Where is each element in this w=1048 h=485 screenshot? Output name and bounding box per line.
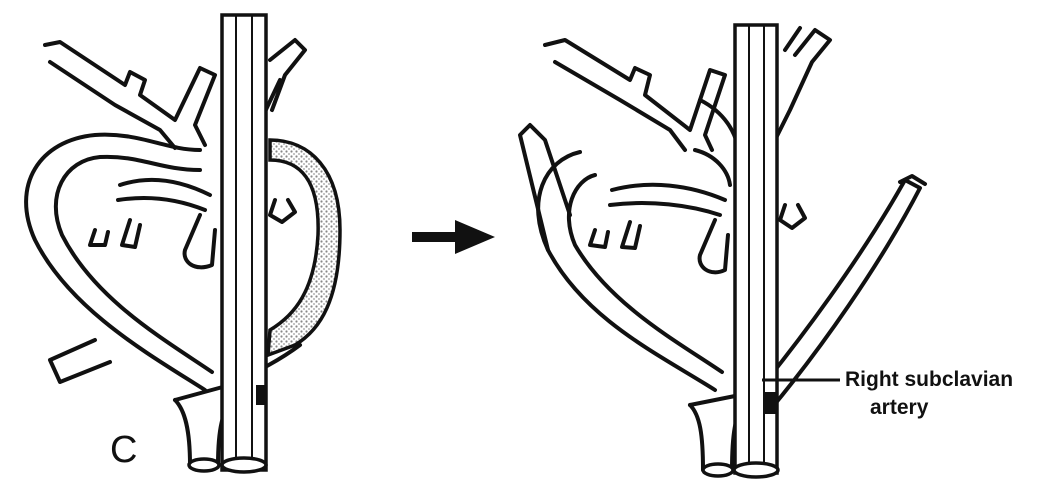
left-upper-branches [45, 42, 215, 148]
right-subclavian-label-line1: Right subclavian [845, 368, 1013, 391]
right-arch-stippled [268, 140, 340, 355]
right-subclavian-label-line2: artery [870, 396, 929, 419]
right-panel-upper-branches [545, 40, 725, 150]
left-lower-branch [50, 340, 110, 382]
right-panel-after: Right subclavian artery [520, 25, 1013, 477]
left-panel-before: C [26, 15, 340, 472]
right-arrow-icon [412, 220, 495, 254]
panel-letter: C [110, 429, 137, 471]
